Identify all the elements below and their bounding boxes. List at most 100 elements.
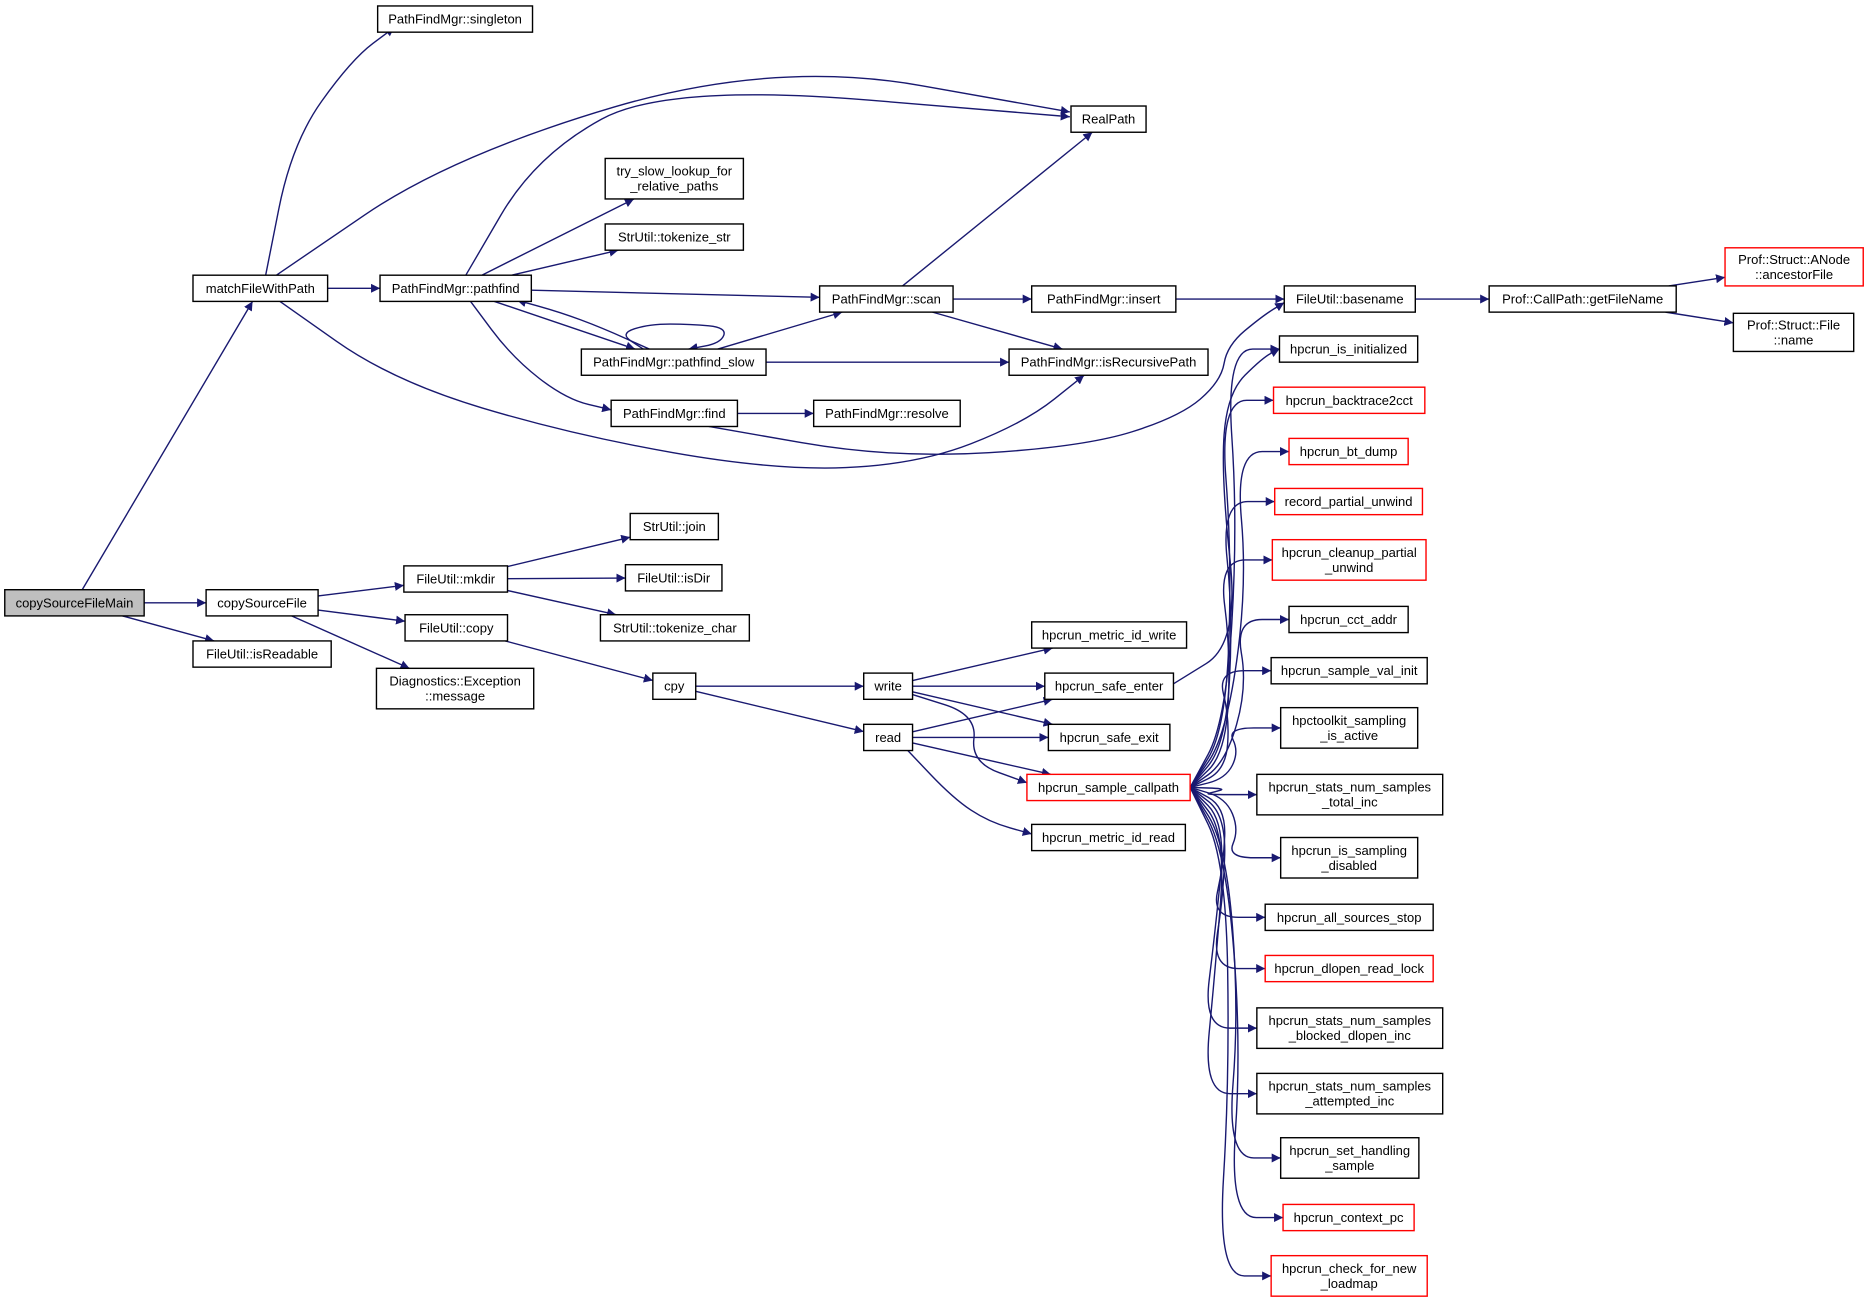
node-label: _blocked_dlopen_inc <box>1288 1028 1412 1043</box>
node-safe_exit[interactable]: hpcrun_safe_exit <box>1047 723 1171 752</box>
edge-sample_callpath-to-cleanup_partial <box>1189 555 1273 788</box>
node-exc_message[interactable]: Diagnostics::Exception::message <box>375 667 535 710</box>
node-box <box>1279 836 1419 879</box>
node-copySourceFileMain[interactable]: copySourceFileMain <box>4 589 145 617</box>
node-scan[interactable]: PathFindMgr::scan <box>818 285 954 313</box>
node-fcopy[interactable]: FileUtil::copy <box>404 614 509 642</box>
edge-copySourceFile-to-fcopy <box>317 609 406 625</box>
node-metric_id_write[interactable]: hpcrun_metric_id_write <box>1030 621 1188 649</box>
node-write[interactable]: write <box>863 672 914 701</box>
node-tokenize_char[interactable]: StrUtil::tokenize_char <box>599 614 751 642</box>
node-box <box>604 223 745 251</box>
edge-sample_callpath-to-backtrace2cct <box>1189 395 1274 788</box>
node-box <box>379 274 533 303</box>
node-set_handling[interactable]: hpcrun_set_handling_sample <box>1279 1137 1420 1179</box>
node-RealPath[interactable]: RealPath <box>1070 105 1147 133</box>
node-box <box>1732 312 1855 353</box>
edge-sample_callpath-to-record_partial <box>1189 497 1275 788</box>
node-singleton[interactable]: PathFindMgr::singleton <box>376 5 534 33</box>
node-label: read <box>875 730 901 745</box>
edge-sample_callpath-to-sample_val_init <box>1189 666 1272 789</box>
node-box <box>1264 903 1434 932</box>
node-sources_stop[interactable]: hpcrun_all_sources_stop <box>1264 903 1434 932</box>
edge-sample_callpath-to-bt_dump <box>1189 447 1290 788</box>
node-label: _total_inc <box>1321 795 1378 810</box>
node-join[interactable]: StrUtil::join <box>629 512 720 541</box>
edge-sample_callpath-to-sampling_active <box>1189 723 1281 789</box>
node-mkdir[interactable]: FileUtil::mkdir <box>403 565 509 593</box>
node-box <box>1288 605 1409 634</box>
node-basename[interactable]: FileUtil::basename <box>1283 285 1416 313</box>
node-cleanup_partial[interactable]: hpcrun_cleanup_partial_unwind <box>1271 538 1427 581</box>
edge-mkdir-to-join <box>507 534 631 568</box>
node-insert[interactable]: PathFindMgr::insert <box>1030 285 1177 313</box>
edge-read-to-sample_callpath <box>912 742 1051 777</box>
edge-fcopy-to-cpy <box>505 640 654 683</box>
node-total_inc[interactable]: hpcrun_stats_num_samples_total_inc <box>1256 773 1444 816</box>
node-box <box>403 565 509 593</box>
edge-sample_callpath-to-blocked_dlopen <box>1189 786 1257 1033</box>
node-box <box>205 589 319 617</box>
node-bt_dump[interactable]: hpcrun_bt_dump <box>1288 437 1409 466</box>
node-box <box>1279 706 1419 749</box>
node-box <box>624 563 723 592</box>
node-read[interactable]: read <box>863 723 914 752</box>
node-label: FileUtil::basename <box>1296 292 1404 307</box>
node-backtrace2cct[interactable]: hpcrun_backtrace2cct <box>1272 386 1426 415</box>
edge-sample_callpath-to-check_new_loadmap <box>1189 787 1272 1281</box>
edge-write-to-metric_id_write <box>912 645 1053 682</box>
node-box <box>580 348 767 376</box>
node-label: hpcrun_metric_id_write <box>1042 627 1176 642</box>
node-blocked_dlopen[interactable]: hpcrun_stats_num_samples_blocked_dlopen_… <box>1256 1007 1444 1050</box>
node-label: ::message <box>425 689 485 704</box>
edge-pathfind_slow-to-pathfind_slow <box>625 323 725 352</box>
node-box <box>375 667 535 710</box>
node-label: PathFindMgr::singleton <box>388 12 522 27</box>
node-isDir[interactable]: FileUtil::isDir <box>624 563 723 592</box>
node-sampling_disabled[interactable]: hpcrun_is_sampling_disabled <box>1279 836 1419 879</box>
node-box <box>1070 105 1147 133</box>
node-find[interactable]: PathFindMgr::find <box>610 399 739 428</box>
node-box <box>1274 487 1424 516</box>
node-metric_id_read[interactable]: hpcrun_metric_id_read <box>1030 823 1187 852</box>
node-try_slow[interactable]: try_slow_lookup_for_relative_paths <box>604 157 745 200</box>
node-ancestorFile[interactable]: Prof::Struct::ANode::ancestorFile <box>1724 247 1864 287</box>
node-label: copySourceFile <box>217 595 307 610</box>
node-label: PathFindMgr::pathfind_slow <box>593 355 755 370</box>
node-getFileName[interactable]: Prof::CallPath::getFileName <box>1488 285 1677 313</box>
node-label: hpcrun_stats_num_samples <box>1268 1079 1431 1094</box>
node-label: FileUtil::isDir <box>637 570 711 585</box>
node-is_initialized[interactable]: hpcrun_is_initialized <box>1278 335 1419 363</box>
node-record_partial[interactable]: record_partial_unwind <box>1274 487 1424 516</box>
node-pathfind_slow[interactable]: PathFindMgr::pathfind_slow <box>580 348 767 376</box>
node-copySourceFile[interactable]: copySourceFile <box>205 589 319 617</box>
node-resolve[interactable]: PathFindMgr::resolve <box>812 399 961 428</box>
node-cpy[interactable]: cpy <box>652 672 697 701</box>
node-safe_enter[interactable]: hpcrun_safe_enter <box>1044 672 1175 701</box>
node-label: _attempted_inc <box>1304 1094 1394 1109</box>
node-sampling_active[interactable]: hpctoolkit_sampling_is_active <box>1279 706 1419 749</box>
node-sample_val_init[interactable]: hpcrun_sample_val_init <box>1270 656 1428 685</box>
node-isRecursivePath[interactable]: PathFindMgr::isRecursivePath <box>1008 348 1209 376</box>
node-matchFileWithPath[interactable]: matchFileWithPath <box>192 274 329 303</box>
node-label: Diagnostics::Exception <box>389 674 521 689</box>
node-label: hpcrun_all_sources_stop <box>1277 910 1422 925</box>
node-cct_addr[interactable]: hpcrun_cct_addr <box>1288 605 1409 634</box>
node-structFileName[interactable]: Prof::Struct::File::name <box>1732 312 1855 353</box>
node-pathfind[interactable]: PathFindMgr::pathfind <box>379 274 533 303</box>
node-dlopen_read_lock[interactable]: hpcrun_dlopen_read_lock <box>1264 954 1434 983</box>
node-attempted_inc[interactable]: hpcrun_stats_num_samples_attempted_inc <box>1256 1072 1444 1115</box>
node-label: RealPath <box>1082 112 1135 127</box>
edge-pathfind-to-tokenize_str <box>511 247 619 276</box>
node-isReadable[interactable]: FileUtil::isReadable <box>192 640 332 668</box>
node-box <box>1256 1072 1444 1115</box>
node-check_new_loadmap[interactable]: hpcrun_check_for_new_loadmap <box>1270 1254 1428 1297</box>
node-label: FileUtil::isReadable <box>206 647 318 662</box>
node-box <box>376 5 534 33</box>
node-tokenize_str[interactable]: StrUtil::tokenize_str <box>604 223 745 251</box>
node-sample_callpath[interactable]: hpcrun_sample_callpath <box>1026 773 1191 802</box>
edge-mkdir-to-tokenize_char <box>507 589 617 618</box>
node-context_pc[interactable]: hpcrun_context_pc <box>1282 1203 1415 1232</box>
node-box <box>604 157 745 200</box>
node-label: hpcrun_sample_val_init <box>1281 663 1418 678</box>
